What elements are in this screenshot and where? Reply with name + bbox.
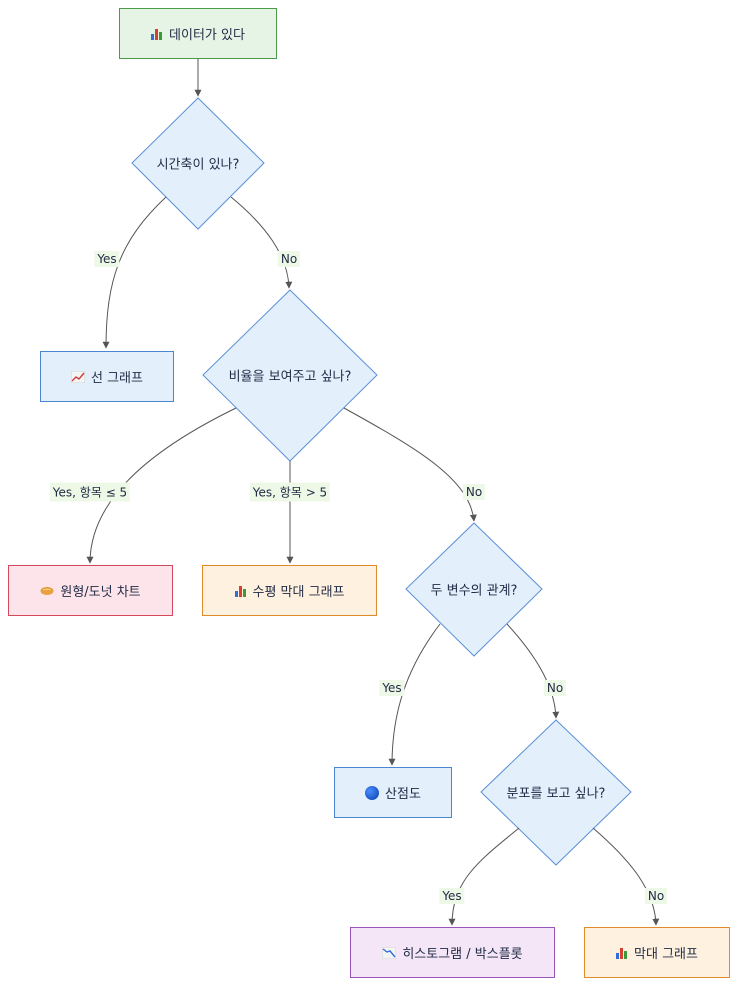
edge-label-time-yes: Yes [94,251,120,267]
chart-down-icon [382,946,397,959]
node-scatter-label: 산점도 [385,787,421,802]
edge-label-relation-yes: Yes [379,680,405,696]
bar-chart-icon [151,28,163,40]
decision-distribution-label: 분포를 보고 싶나? [506,786,606,802]
decision-time-shape [131,97,265,230]
node-bar-chart-label: 막대 그래프 [634,947,698,962]
blue-dot-icon [365,785,380,800]
edge-label-ratio-yes-gt5: Yes, 항목 > 5 [249,482,331,502]
node-bar-chart: 막대 그래프 [584,927,730,978]
edge-label-ratio-yes-le5: Yes, 항목 ≤ 5 [49,482,131,502]
node-horizontal-bar: 수평 막대 그래프 [202,565,377,616]
edge-ratio-yes-le5 [86,407,237,564]
edge-dist-no [592,827,660,926]
edge-time-no [230,196,293,289]
node-pie-chart-label: 원형/도넛 차트 [60,585,141,600]
edge-relation-no [506,623,560,719]
node-start: 데이터가 있다 [119,8,277,59]
edge-label-relation-no: No [543,680,567,696]
node-line-chart: 선 그래프 [40,351,174,402]
decision-relation-label: 두 변수의 관계? [430,583,518,599]
node-line-chart-label: 선 그래프 [91,371,143,386]
decision-distribution-shape [480,719,632,866]
decision-ratio-label: 비율을 보여주고 싶나? [228,369,352,385]
node-histogram-label: 히스토그램 / 박스플롯 [402,947,523,962]
bar-chart-icon [616,947,628,959]
node-scatter: 산점도 [334,767,452,818]
node-pie-chart: 원형/도넛 차트 [8,565,173,616]
pie-icon [40,586,54,595]
node-histogram: 히스토그램 / 박스플롯 [350,927,555,978]
edge-label-dist-no: No [644,888,668,904]
edge-dist-yes [448,827,520,926]
node-horizontal-bar-label: 수평 막대 그래프 [252,585,345,600]
decision-relation-shape [405,522,543,657]
edge-label-dist-yes: Yes [439,888,465,904]
edge-label-time-no: No [277,251,301,267]
edge-ratio-no [343,407,477,522]
decision-time-label: 시간축이 있나? [156,157,240,173]
edge-time-yes [102,196,167,349]
node-start-label: 데이터가 있다 [169,28,245,43]
line-chart-icon [71,370,85,383]
bar-chart-icon [234,585,247,597]
edge-label-ratio-no: No [462,484,486,500]
